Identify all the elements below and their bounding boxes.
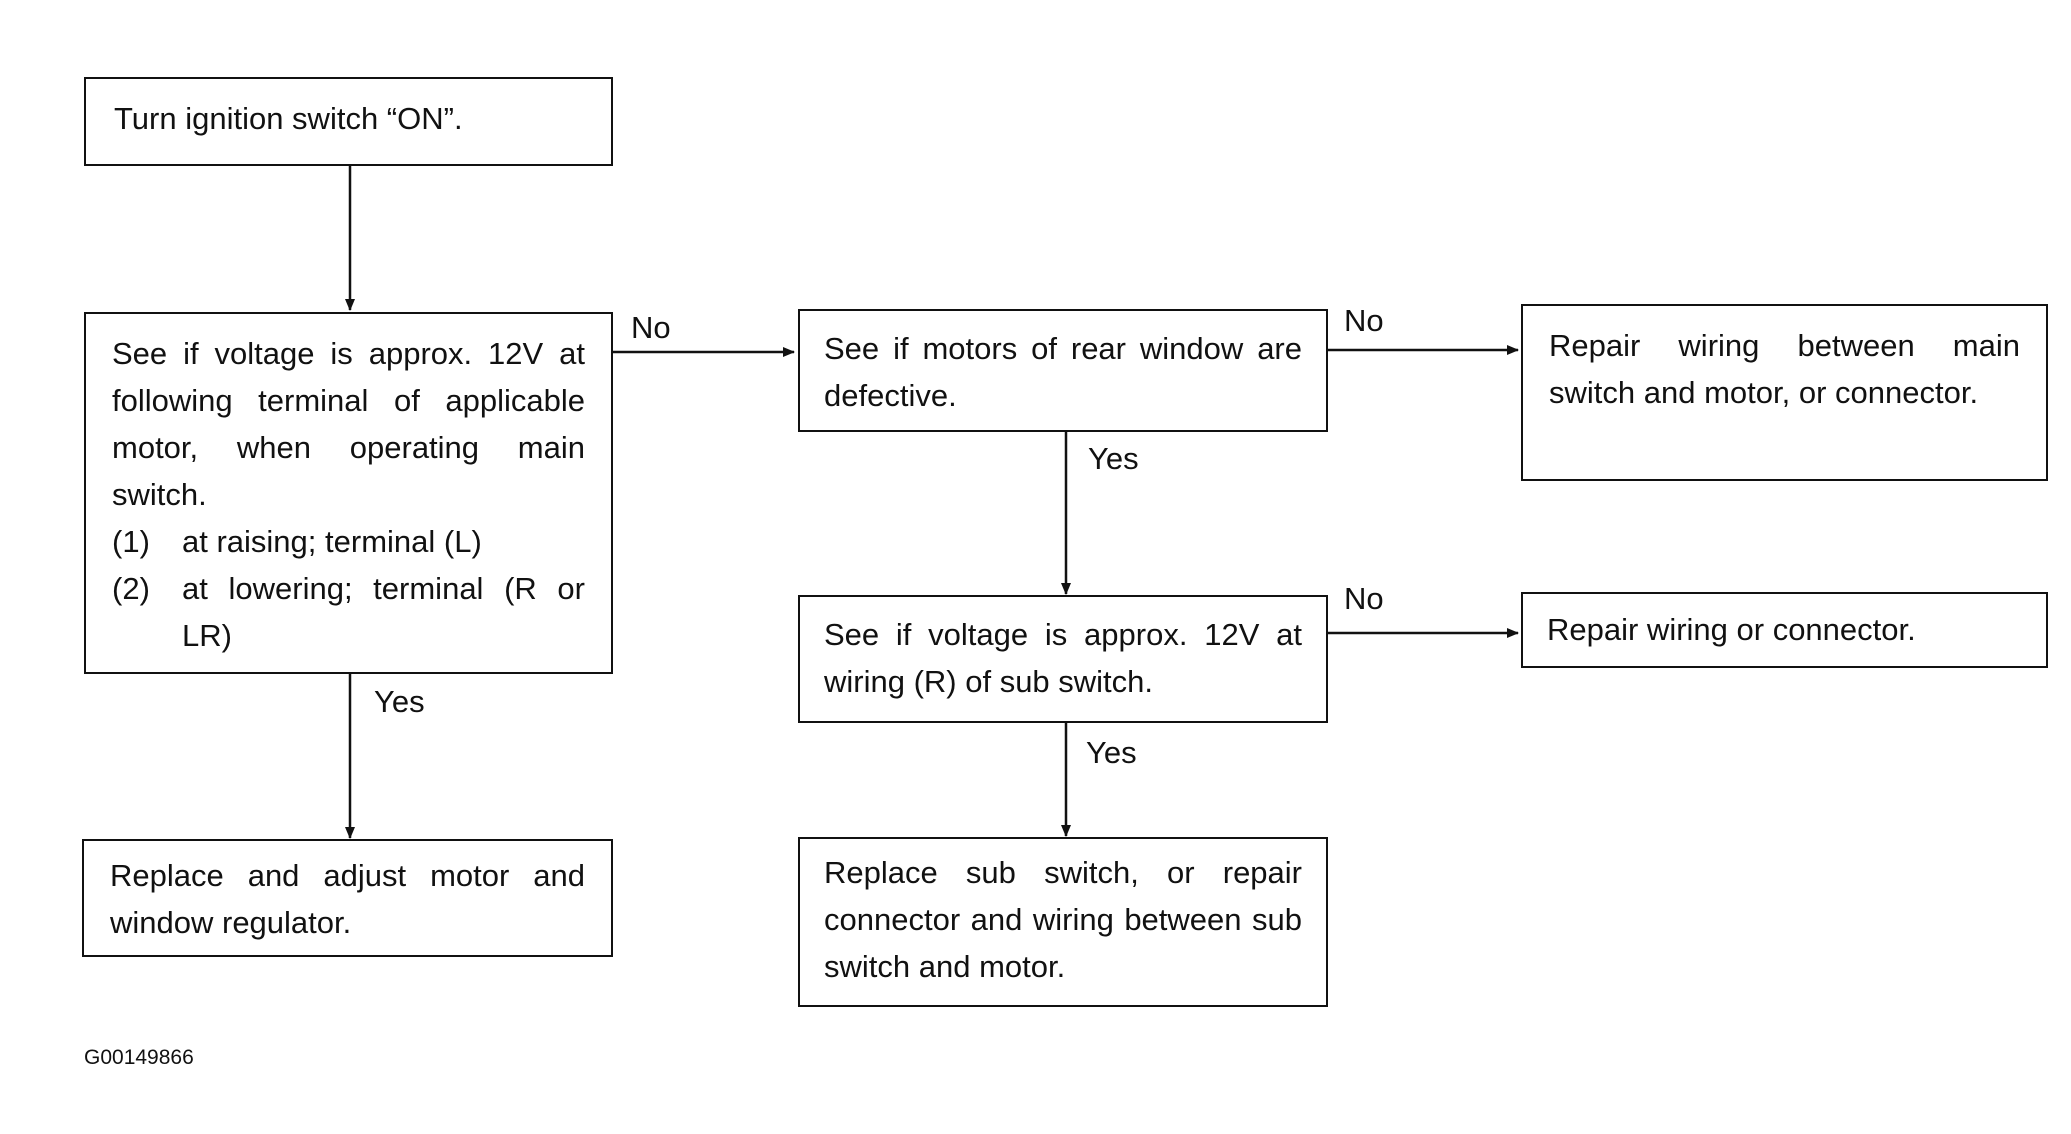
label-no-3: No [1344, 581, 1384, 616]
label-no-2: No [1344, 303, 1384, 338]
check-voltage-motor-intro: See if voltage is approx. 12V at followi… [112, 336, 585, 512]
figure-id: G00149866 [84, 1046, 194, 1069]
check-voltage-item-2-text: at lowering; terminal (R or LR) [182, 571, 585, 653]
start-box: Turn ignition switch “ON”. [84, 77, 613, 166]
repair-main-wiring-text: Repair wiring between main switch and mo… [1549, 328, 2020, 410]
check-voltage-item-1: (1) at raising; terminal (L) [112, 518, 585, 565]
check-motors-rear-text: See if motors of rear window are defecti… [824, 331, 1302, 413]
label-yes-1: Yes [374, 684, 425, 719]
replace-motor-text: Replace and adjust motor and window regu… [110, 858, 585, 940]
label-yes-3: Yes [1086, 735, 1137, 770]
check-motors-rear-box: See if motors of rear window are defecti… [798, 309, 1328, 432]
check-voltage-motor-box: See if voltage is approx. 12V at followi… [84, 312, 613, 674]
check-voltage-item-1-text: at raising; terminal (L) [182, 524, 482, 559]
label-no-1: No [631, 310, 671, 345]
check-voltage-item-2: (2) at lowering; terminal (R or LR) [112, 565, 585, 659]
repair-wiring-connector-box: Repair wiring or connector. [1521, 592, 2048, 668]
check-sub-switch-voltage-box: See if voltage is approx. 12V at wiring … [798, 595, 1328, 723]
check-voltage-item-2-num: (2) [112, 571, 150, 606]
check-voltage-item-1-num: (1) [112, 524, 150, 559]
repair-wiring-connector-text: Repair wiring or connector. [1547, 612, 1916, 647]
start-box-text: Turn ignition switch “ON”. [114, 101, 463, 136]
replace-sub-switch-box: Replace sub switch, or repair connector … [798, 837, 1328, 1007]
repair-main-wiring-box: Repair wiring between main switch and mo… [1521, 304, 2048, 481]
replace-motor-box: Replace and adjust motor and window regu… [82, 839, 613, 957]
label-yes-2: Yes [1088, 441, 1139, 476]
check-sub-switch-voltage-text: See if voltage is approx. 12V at wiring … [824, 617, 1302, 699]
replace-sub-switch-text: Replace sub switch, or repair connector … [824, 855, 1302, 984]
